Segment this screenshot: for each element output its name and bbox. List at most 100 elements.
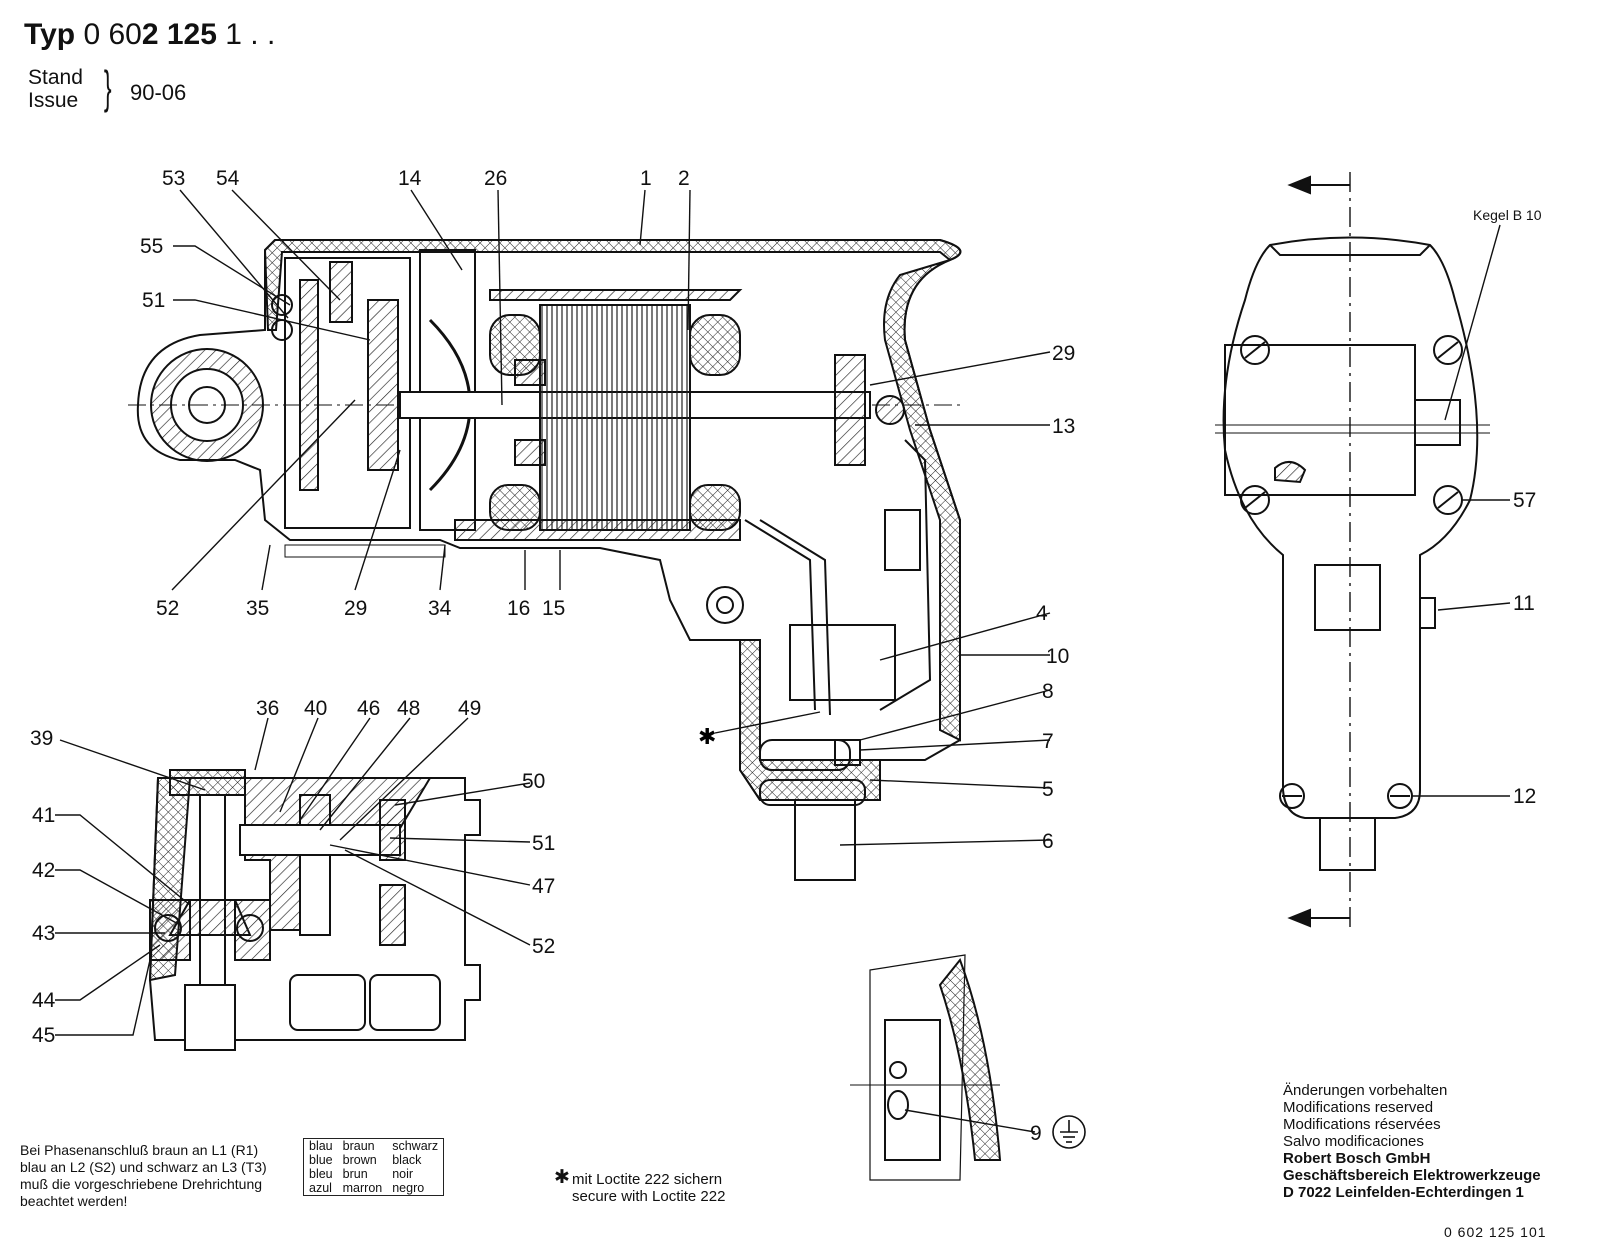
table-row: bleu brun noir — [304, 1167, 444, 1181]
callout-57: 57 — [1513, 489, 1536, 512]
housing-wall-hatch — [263, 239, 962, 331]
phase-line: blau an L2 (S2) und schwarz an L3 (T3) — [20, 1159, 267, 1175]
stand-label: Stand — [28, 66, 83, 89]
switch-block — [789, 624, 896, 701]
callout-45: 45 — [32, 1024, 55, 1047]
callout-8: 8 — [1042, 680, 1054, 703]
gear-detail-view — [148, 769, 481, 1051]
callout-35: 35 — [246, 597, 269, 620]
table-cell: negro — [392, 1181, 425, 1195]
table-cell: brun — [342, 1167, 368, 1181]
loctite-line: mit Loctite 222 sichern — [572, 1171, 723, 1188]
callout-15: 15 — [542, 597, 565, 620]
table-row: blue brown black — [304, 1153, 444, 1167]
phase-line: muß die vorgeschriebene Drehrichtung — [20, 1176, 263, 1192]
typ-number-a: 0 60 — [83, 18, 142, 51]
table-row: blau braun schwarz — [304, 1139, 444, 1154]
callout-51-gear: 51 — [532, 832, 555, 855]
rear-view — [1215, 172, 1490, 930]
issue-value: 90-06 — [130, 80, 187, 105]
loctite-star-marker: ✱ — [698, 724, 716, 749]
callout-9: 9 — [1030, 1122, 1042, 1145]
typ-number-b: 2 125 — [141, 18, 217, 51]
document-title: Typ 0 602 125 1 . . — [24, 18, 275, 52]
callout-10: 10 — [1046, 645, 1069, 668]
gear-callouts: 36 40 46 48 49 39 50 41 51 42 47 43 52 4… — [30, 697, 555, 1047]
callout-2: 2 — [678, 167, 690, 190]
callout-12: 12 — [1513, 785, 1536, 808]
callout-26: 26 — [484, 167, 507, 190]
callout-51: 51 — [142, 289, 165, 312]
wire-color-table: blau braun schwarz blue brown black bleu… — [303, 1138, 445, 1196]
rear-bearing — [834, 354, 866, 466]
callout-54: 54 — [216, 167, 240, 190]
earth-detail-view — [850, 954, 1086, 1181]
callout-50: 50 — [522, 770, 545, 793]
callout-47: 47 — [532, 875, 555, 898]
callout-1: 1 — [640, 167, 652, 190]
callout-42: 42 — [32, 859, 55, 882]
main-callouts: 53 54 14 26 1 2 55 51 29 13 52 35 29 34 … — [140, 167, 1075, 853]
phase-line: Bei Phasenanschluß braun an L1 (R1) — [20, 1142, 259, 1158]
table-cell: blau — [309, 1139, 333, 1153]
table-cell: bleu — [309, 1167, 333, 1181]
callout-48: 48 — [397, 697, 420, 720]
table-cell: blue — [309, 1153, 333, 1167]
table-cell: braun — [342, 1139, 375, 1153]
modifications-notice: Änderungen vorbehalten Modifications res… — [1283, 1082, 1541, 1201]
table-cell: schwarz — [392, 1139, 439, 1153]
document-number: 0 602 125 101 — [1444, 1224, 1547, 1240]
table-cell: azul — [309, 1181, 332, 1195]
callout-40: 40 — [304, 697, 327, 720]
modification-line: Modifications réservées — [1283, 1116, 1441, 1133]
callout-41: 41 — [32, 804, 55, 827]
callout-49: 49 — [458, 697, 481, 720]
main-section-view — [128, 239, 962, 881]
modification-line: Salvo modificaciones — [1283, 1133, 1424, 1150]
callout-52-gear: 52 — [532, 935, 555, 958]
loctite-line: secure with Loctite 222 — [572, 1188, 726, 1205]
callout-6: 6 — [1042, 830, 1054, 853]
company-division: Geschäftsbereich Elektrowerkzeuge — [1283, 1167, 1541, 1184]
gear-leader-lines — [55, 717, 531, 1036]
callout-29-bottom: 29 — [344, 597, 367, 620]
table-cell: brown — [342, 1153, 377, 1167]
callout-53: 53 — [162, 167, 185, 190]
callout-36: 36 — [256, 697, 279, 720]
issue-label: Issue — [28, 89, 79, 112]
callout-16: 16 — [507, 597, 530, 620]
company-name: Robert Bosch GmbH — [1283, 1150, 1431, 1167]
brace-glyph: } — [103, 61, 112, 113]
callout-4: 4 — [1036, 602, 1048, 625]
fan — [419, 249, 476, 531]
table-cell: black — [392, 1153, 422, 1167]
callout-52: 52 — [156, 597, 179, 620]
stator-pack — [539, 304, 691, 531]
star-icon: ✱ — [554, 1167, 570, 1188]
callout-5: 5 — [1042, 778, 1054, 801]
table-cell: noir — [392, 1167, 414, 1181]
typ-number-c: 1 . . — [216, 18, 276, 51]
modification-line: Änderungen vorbehalten — [1283, 1082, 1448, 1099]
typ-word: Typ — [24, 18, 76, 51]
callout-55: 55 — [140, 235, 163, 258]
callout-7: 7 — [1042, 730, 1054, 753]
grip-hatch — [739, 639, 881, 801]
callout-kegel-b10: Kegel B 10 — [1473, 207, 1542, 223]
earth-symbol-icon — [1052, 1115, 1086, 1149]
stand-issue-labels: Stand Issue — [28, 66, 83, 112]
phase-connection-note: Bei Phasenanschluß braun an L1 (R1) blau… — [20, 1142, 310, 1210]
rear-callouts: Kegel B 10 57 11 12 — [1473, 207, 1542, 808]
callout-44: 44 — [32, 989, 56, 1012]
table-cell: marron — [342, 1181, 383, 1195]
loctite-note: ✱ mit Loctite 222 sichern secure with Lo… — [554, 1168, 726, 1205]
callout-46: 46 — [357, 697, 380, 720]
rear-leader-lines — [1412, 224, 1511, 797]
handle-hatch — [883, 259, 961, 742]
table-row: azul marron negro — [304, 1181, 444, 1196]
callout-13: 13 — [1052, 415, 1075, 438]
callout-29-right: 29 — [1052, 342, 1075, 365]
phase-line: beachtet werden! — [20, 1193, 128, 1209]
callout-14: 14 — [398, 167, 422, 190]
